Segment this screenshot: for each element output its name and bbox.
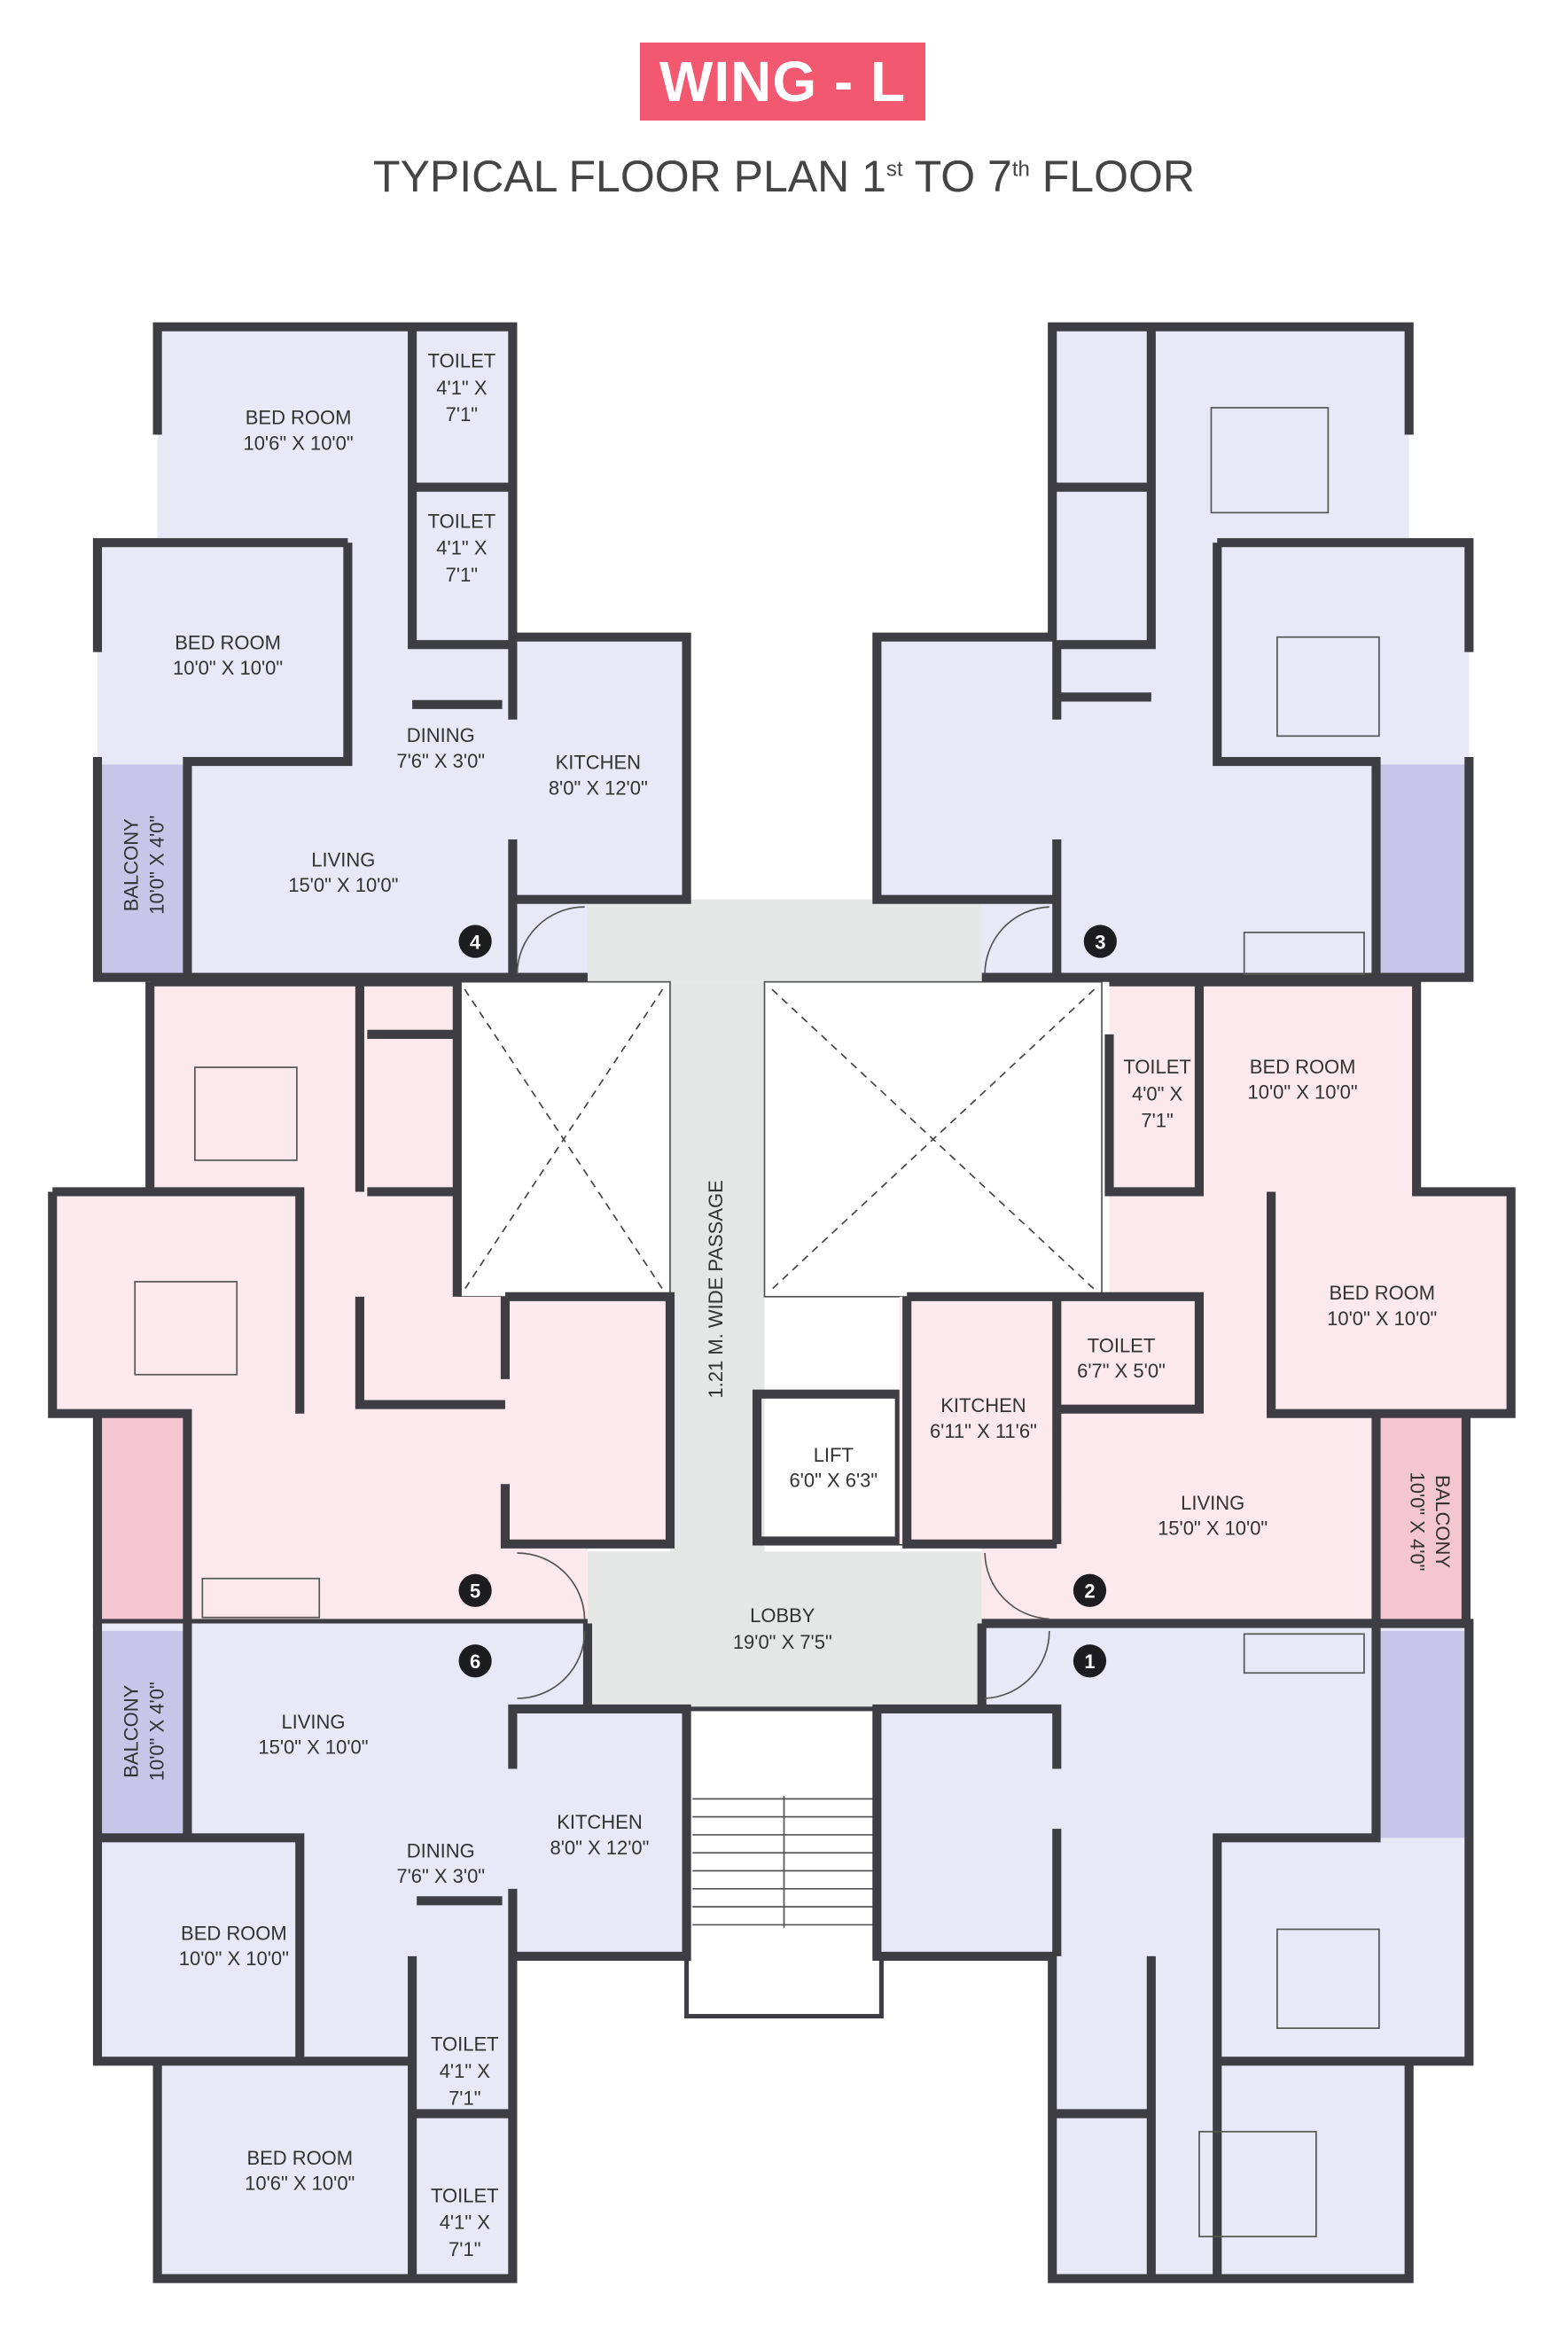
room-dim: 15'0" X 10'0" — [258, 1736, 368, 1759]
unit-marker-4: 4 — [458, 925, 492, 958]
svg-text:6: 6 — [470, 1651, 480, 1673]
unit-6 — [92, 1623, 691, 2283]
unit-5 — [48, 977, 675, 1628]
room-label: KITCHEN — [940, 1394, 1026, 1416]
lift-dim: 6'0" X 6'3" — [789, 1470, 878, 1492]
passage-label: 1.21 M. WIDE PASSAGE — [705, 1180, 727, 1398]
room-dim: 15'0" X 10'0" — [1158, 1518, 1268, 1540]
wing-badge: WING - L — [640, 43, 925, 121]
room-label: BED ROOM — [1329, 1282, 1435, 1304]
room-label: BALCONY — [121, 818, 143, 911]
room-dim: 10'6" X 10'0" — [243, 432, 353, 454]
room-label: DINING — [407, 1839, 475, 1861]
room-dim: 10'0" X 10'0" — [1327, 1307, 1437, 1330]
room-dim: 15'0" X 10'0" — [288, 874, 398, 896]
room-label: LIVING — [281, 1711, 345, 1733]
room-dim: 7'6" X 3'0" — [396, 1865, 485, 1887]
room-dim: 10'0" X 10'0" — [1248, 1081, 1358, 1104]
balcony — [1376, 1630, 1466, 1838]
room-dim: 10'0" X 10'0" — [173, 657, 283, 679]
room-dim: 4'1" X — [436, 537, 488, 559]
room-dim: 8'0" X 12'0" — [549, 776, 648, 799]
room-dim: 4'1" X — [436, 377, 488, 399]
unit-marker-5: 5 — [458, 1573, 492, 1607]
unit-4 — [92, 322, 691, 982]
unit-2 — [899, 977, 1516, 1628]
room-label: BED ROOM — [246, 2147, 353, 2169]
room-dim: 10'0" X 4'0" — [145, 1682, 168, 1781]
svg-text:3: 3 — [1095, 931, 1105, 953]
room-dim: 7'1" — [446, 564, 478, 586]
doors — [516, 906, 1050, 1699]
lift — [752, 1389, 904, 1546]
room-label: BED ROOM — [181, 1922, 287, 1944]
room-label: BED ROOM — [175, 631, 281, 653]
plan-subtitle: TYPICAL FLOOR PLAN 1st TO 7th FLOOR — [373, 152, 1195, 201]
room-label: TOILET — [1123, 1056, 1191, 1078]
room-dim: 8'0" X 12'0" — [550, 1837, 650, 1859]
room-label: BALCONY — [1431, 1475, 1454, 1568]
room-dim: 10'0" X 10'0" — [179, 1947, 289, 1970]
lobby-dim: 19'0" X 7'5" — [733, 1631, 832, 1653]
lobby — [587, 1551, 982, 1709]
room-dim: 10'0" X 4'0" — [145, 816, 168, 915]
room-label: LIVING — [311, 848, 375, 870]
balcony — [97, 1413, 188, 1624]
room-label: TOILET — [431, 2184, 499, 2206]
room-dim: 7'1" — [446, 403, 478, 425]
room-dim: 7'6" X 3'0" — [396, 750, 485, 772]
svg-text:1: 1 — [1084, 1651, 1095, 1673]
balcony — [1376, 764, 1466, 978]
room-label: LIVING — [1181, 1492, 1244, 1514]
room-dim: 7'1" — [1141, 1110, 1173, 1132]
room-dim: 7'1" — [449, 2238, 480, 2260]
unit-marker-2: 2 — [1073, 1573, 1107, 1607]
balcony — [97, 1630, 188, 1838]
room-label: TOILET — [428, 349, 496, 371]
room-dim: 6'7" X 5'0" — [1077, 1360, 1166, 1382]
svg-text:4: 4 — [470, 931, 481, 953]
unit-1 — [872, 1619, 1474, 2283]
room-label: KITCHEN — [556, 752, 641, 774]
balcony — [97, 764, 188, 978]
room-label: DINING — [407, 724, 475, 746]
room-dim: 4'1" X — [440, 2212, 491, 2234]
room-label: BALCONY — [121, 1684, 143, 1777]
room-dim: 10'6" X 10'0" — [245, 2173, 355, 2195]
room-label: BED ROOM — [246, 407, 352, 429]
room-label: TOILET — [431, 2033, 499, 2055]
room-label: BED ROOM — [1250, 1056, 1356, 1078]
common-areas — [456, 899, 1103, 2019]
svg-text:2: 2 — [1084, 1580, 1095, 1603]
room-dim: 6'11" X 11'6" — [930, 1420, 1037, 1442]
lift-label: LIFT — [814, 1444, 854, 1466]
lobby-label: LOBBY — [750, 1604, 815, 1627]
unit-marker-1: 1 — [1073, 1644, 1107, 1678]
room-label: TOILET — [428, 510, 496, 532]
room-dim: 4'1" X — [440, 2060, 491, 2082]
unit-marker-6: 6 — [458, 1644, 492, 1678]
room-label: KITCHEN — [557, 1811, 642, 1833]
staircase — [684, 1706, 884, 2019]
room-dim: 4'0" X — [1132, 1082, 1183, 1104]
unit-3 — [872, 322, 1474, 982]
svg-text:5: 5 — [470, 1580, 480, 1603]
room-dim: 7'1" — [449, 2087, 480, 2109]
unit-marker-3: 3 — [1083, 925, 1117, 958]
room-label: TOILET — [1088, 1334, 1156, 1356]
balcony — [1376, 1413, 1466, 1624]
room-dim: 10'0" X 4'0" — [1406, 1472, 1428, 1572]
